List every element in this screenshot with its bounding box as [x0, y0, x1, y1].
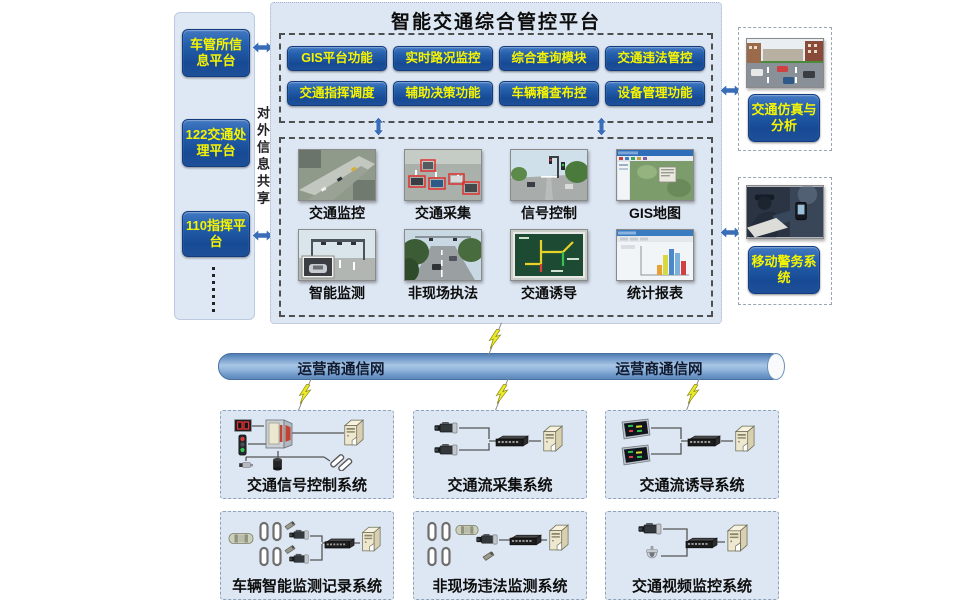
app-statistics-report: 统计报表 [605, 229, 705, 303]
gis-map-photo [616, 149, 694, 201]
function-button-vehicle-inspection: 车辆稽查布控 [499, 81, 599, 106]
traffic-surveillance-photo [298, 149, 376, 201]
function-button-violation-control: 交通违法管控 [605, 46, 705, 71]
system-label: 交通流诱导系统 [639, 477, 745, 494]
system-label: 交通视频监控系统 [631, 578, 752, 595]
applications-row-1: 交通监控 [281, 149, 711, 223]
system-box-flow-guidance: 交通流诱导系统 [605, 410, 779, 499]
offsite-enforcement-photo [404, 229, 482, 281]
offsite-violation-diagram [427, 521, 569, 567]
traffic-capture-photo [404, 149, 482, 201]
traffic-simulation-photo [746, 38, 824, 88]
system-label: 车辆智能监测记录系统 [231, 578, 382, 595]
system-label: 非现场违法监测系统 [432, 578, 568, 595]
app-smart-monitoring: 智能监测 [287, 229, 387, 303]
statistics-report-photo [616, 229, 694, 281]
app-signal-control: 信号控制 [499, 149, 599, 223]
system-box-flow-capture: 交通流采集系统 [413, 410, 587, 499]
system-label: 交通信号控制系统 [246, 477, 367, 494]
system-box-vehicle-monitoring: 车辆智能监测记录系统 [220, 511, 394, 600]
platform-button-122-traffic: 122交通处理平台 [182, 119, 250, 167]
system-box-signal-control: 交通信号控制系统 [220, 410, 394, 499]
app-label: GIS地图 [628, 205, 682, 221]
system-label: 交通流采集系统 [447, 477, 553, 494]
applications-row-2: 智能监测 非现场执法 [281, 229, 711, 303]
app-traffic-capture: 交通采集 [393, 149, 493, 223]
carrier-network-pipe: 运营商通信网 运营商通信网 [218, 353, 785, 380]
pipe-end-cap [767, 353, 785, 380]
app-label: 统计报表 [627, 285, 683, 301]
video-surveillance-diagram [638, 522, 748, 559]
simulation-system-box: 交通仿真与分析 [738, 27, 832, 151]
app-label: 交通诱导 [521, 285, 577, 301]
page-title: 智能交通综合管控平台 [390, 12, 601, 33]
smart-monitoring-photo [298, 229, 376, 281]
flow-guidance-diagram [621, 418, 755, 466]
lightning-link-icon [487, 322, 503, 356]
traffic-guidance-photo [510, 229, 588, 281]
applications-group: 交通监控 [279, 137, 713, 317]
app-traffic-surveillance: 交通监控 [287, 149, 387, 223]
function-button-gis: GIS平台功能 [287, 46, 387, 71]
lightning-link-icon [494, 377, 510, 411]
app-label: 交通采集 [415, 205, 471, 221]
function-button-decision-support: 辅助决策功能 [393, 81, 493, 106]
platform-box: 智能交通综合管控平台 GIS平台功能 实时路况监控 综合查询模块 交通违法管控 … [270, 2, 722, 324]
function-button-query-module: 综合查询模块 [499, 46, 599, 71]
functions-row-1: GIS平台功能 实时路况监控 综合查询模块 交通违法管控 [281, 46, 711, 71]
app-label: 非现场执法 [408, 285, 478, 301]
external-share-label: 对外信息共享 [255, 106, 270, 208]
signal-control-photo [510, 149, 588, 201]
mobile-police-box: 移动警务系统 [738, 177, 832, 305]
vehicle-monitoring-diagram [228, 521, 381, 567]
ellipsis-dots-icon [212, 267, 215, 313]
network-label-right: 运营商通信网 [615, 362, 703, 378]
flow-capture-diagram [434, 421, 563, 456]
function-button-device-management: 设备管理功能 [605, 81, 705, 106]
signal-control-diagram [234, 419, 364, 471]
mobile-police-button: 移动警务系统 [748, 246, 820, 294]
function-button-command-dispatch: 交通指挥调度 [287, 81, 387, 106]
system-box-video-surveillance: 交通视频监控系统 [605, 511, 779, 600]
app-gis-map: GIS地图 [605, 149, 705, 223]
platform-button-110-command: 110指挥平台 [182, 211, 250, 257]
app-label: 智能监测 [309, 285, 365, 301]
app-traffic-guidance: 交通诱导 [499, 229, 599, 303]
function-button-realtime-road: 实时路况监控 [393, 46, 493, 71]
up-down-arrow-icon [596, 117, 607, 136]
functions-row-2: 交通指挥调度 辅助决策功能 车辆稽查布控 设备管理功能 [281, 81, 711, 106]
external-platforms-panel: 车管所信息平台 122交通处理平台 110指挥平台 [174, 12, 255, 320]
app-label: 交通监控 [309, 205, 365, 221]
mobile-police-photo [746, 185, 824, 239]
system-box-offsite-violation: 非现场违法监测系统 [413, 511, 587, 600]
platform-button-vehicle-admin: 车管所信息平台 [182, 29, 250, 77]
app-label: 信号控制 [521, 205, 577, 221]
network-label-left: 运营商通信网 [297, 362, 385, 378]
lightning-link-icon [685, 377, 701, 411]
app-offsite-enforcement: 非现场执法 [393, 229, 493, 303]
functions-group: GIS平台功能 实时路况监控 综合查询模块 交通违法管控 交通指挥调度 辅助决策… [279, 33, 713, 123]
lightning-link-icon [297, 377, 313, 411]
simulation-system-button: 交通仿真与分析 [748, 94, 820, 142]
up-down-arrow-icon [373, 117, 384, 136]
